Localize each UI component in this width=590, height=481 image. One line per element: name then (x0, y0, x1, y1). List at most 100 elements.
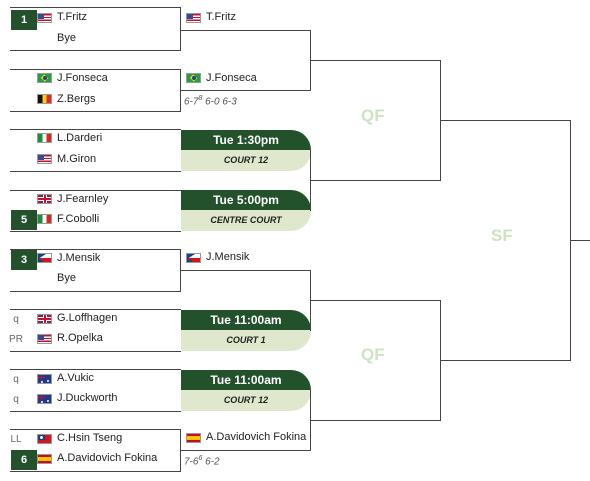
player-name: Bye (57, 272, 76, 284)
player-name[interactable]: L.Darderi (57, 132, 103, 144)
court-label: COURT 1 (181, 330, 311, 351)
italy-flag-icon (37, 133, 52, 143)
player-name[interactable]: M.Giron (57, 153, 97, 165)
brazil-flag-icon (186, 73, 201, 83)
bracket-line (10, 190, 181, 191)
winner-name[interactable]: J.Mensik (206, 251, 250, 263)
round-label-qf: QF (361, 345, 385, 364)
match-time: Tue 1:30pm (181, 130, 311, 150)
player-name[interactable]: F.Cobolli (57, 213, 100, 225)
bracket-line (311, 180, 441, 181)
bracket-line (10, 129, 181, 130)
schedule-block[interactable]: Tue 11:00am COURT 12 (181, 370, 311, 411)
entry-status: q (13, 374, 19, 385)
player-name[interactable]: T.Fritz (57, 11, 87, 23)
uk-flag-icon (37, 314, 52, 324)
court-label: COURT 12 (181, 150, 311, 171)
player-name[interactable]: J.Mensik (57, 252, 101, 264)
bracket-line (10, 309, 181, 310)
bracket-line (10, 411, 181, 412)
schedule-block[interactable]: Tue 5:00pm CENTRE COURT (181, 190, 311, 231)
bracket-line (441, 360, 571, 361)
czech-flag-icon (37, 253, 52, 263)
bracket-line (181, 270, 311, 271)
entry-status: PR (9, 334, 23, 345)
australia-flag-icon (37, 394, 52, 404)
winner-name[interactable]: T.Fritz (206, 11, 236, 23)
bracket-line (181, 30, 311, 31)
match-score: 6-78 6-0 6-3 (184, 95, 237, 108)
bracket-line (10, 249, 181, 250)
bracket-line (311, 300, 441, 301)
player-name[interactable]: J.Fearnley (57, 193, 109, 205)
entry-status: q (13, 394, 19, 405)
winner-name[interactable]: J.Fonseca (206, 72, 257, 84)
bracket-line (570, 120, 571, 361)
winner-name[interactable]: A.Davidovich Fokina (206, 431, 307, 443)
player-name[interactable]: A.Davidovich Fokina (57, 452, 158, 464)
match-score: 7-66 6-2 (184, 455, 220, 468)
bracket-line (311, 420, 441, 421)
bracket-line (310, 390, 311, 451)
bracket-line (180, 249, 181, 292)
bracket-line (440, 60, 441, 181)
czech-flag-icon (186, 253, 201, 263)
player-name[interactable]: G.Loffhagen (57, 312, 118, 324)
court-label: CENTRE COURT (181, 210, 311, 231)
match-time: Tue 5:00pm (181, 190, 311, 210)
seed-badge: 5 (11, 210, 37, 230)
bracket-line (181, 450, 311, 451)
match-time: Tue 11:00am (181, 370, 311, 390)
bracket-line (180, 69, 181, 112)
bracket-line (440, 300, 441, 421)
player-name[interactable]: J.Duckworth (57, 392, 118, 404)
round-label-qf: QF (361, 106, 385, 125)
player-name: Bye (57, 32, 76, 44)
us-flag-icon (37, 154, 52, 164)
player-name[interactable]: Z.Bergs (57, 93, 96, 105)
bracket-line (10, 369, 181, 370)
schedule-block[interactable]: Tue 1:30pm COURT 12 (181, 130, 311, 171)
bracket-line (311, 60, 441, 61)
match-time: Tue 11:00am (181, 310, 311, 330)
bracket-line (10, 231, 181, 232)
bracket-line (10, 471, 181, 472)
bracket-line (180, 7, 181, 51)
bracket-line (10, 351, 181, 352)
player-name[interactable]: R.Opelka (57, 332, 103, 344)
bracket-line (441, 120, 571, 121)
italy-flag-icon (37, 214, 52, 224)
player-name[interactable]: J.Fonseca (57, 72, 108, 84)
taiwan-flag-icon (37, 434, 52, 444)
player-name[interactable]: A.Vukic (57, 372, 94, 384)
seed-badge: 1 (11, 10, 37, 30)
schedule-block[interactable]: Tue 11:00am COURT 1 (181, 310, 311, 351)
bracket-line (180, 429, 181, 472)
uk-flag-icon (37, 194, 52, 204)
round-label-sf: SF (491, 226, 513, 245)
spain-flag-icon (186, 433, 201, 443)
player-name[interactable]: C.Hsin Tseng (57, 432, 123, 444)
us-flag-icon (37, 334, 52, 344)
bracket-line (10, 171, 181, 172)
seed-badge: 3 (11, 250, 37, 270)
bracket-line (571, 240, 590, 241)
bracket-line (181, 90, 311, 91)
bracket-line (10, 7, 181, 8)
bracket-line (10, 429, 181, 430)
bracket-line (10, 69, 181, 70)
bracket-line (310, 270, 311, 331)
bracket-line (10, 291, 181, 292)
brazil-flag-icon (37, 73, 52, 83)
spain-flag-icon (37, 454, 52, 464)
belgium-flag-icon (37, 94, 52, 104)
bracket-line (10, 50, 181, 51)
bracket-line (310, 30, 311, 91)
seed-badge: 6 (11, 450, 37, 470)
us-flag-icon (37, 13, 52, 23)
bracket-line (310, 150, 311, 211)
australia-flag-icon (37, 374, 52, 384)
us-flag-icon (186, 13, 201, 23)
bracket-line (10, 111, 181, 112)
entry-status: LL (10, 434, 22, 445)
